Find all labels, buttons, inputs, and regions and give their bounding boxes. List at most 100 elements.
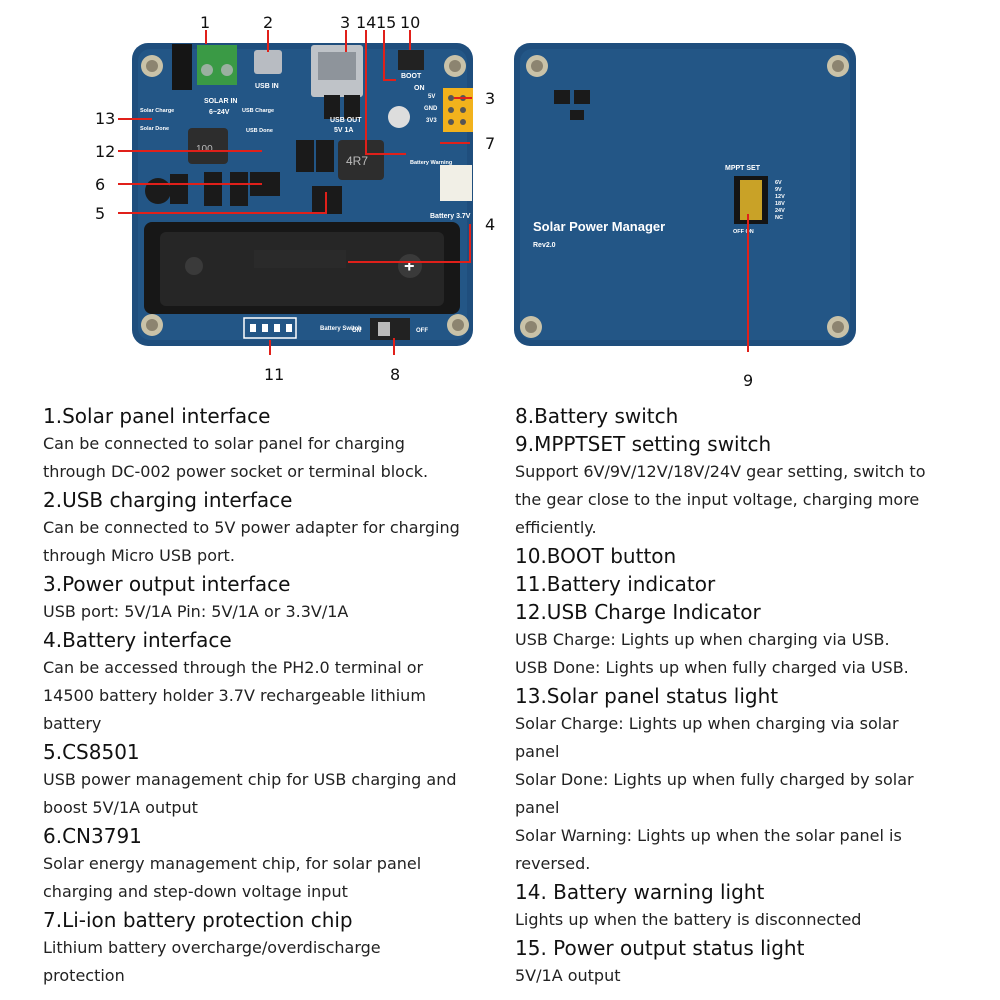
silk-usb-charge: USB Charge [242,108,274,114]
silk-off-on: OFF ON [733,229,754,235]
silk-battery-warning: Battery Warning [410,160,452,166]
micro-usb-port [254,50,282,74]
boot-button [398,50,424,70]
feature-description-line: Can be connected to solar panel for char… [43,434,405,453]
callout-6: 6 [95,175,105,194]
silk-switch-on: ON [352,328,361,334]
feature-title: 2.USB charging interface [43,488,293,512]
screw-icon [827,55,849,77]
screw-icon [827,316,849,338]
screw-icon [520,316,542,338]
screw-icon [141,55,163,77]
board-figure: + SOLAR IN 6~24V USB IN USB OUT 5V 1A BO… [0,0,1000,395]
feature-description-line: through DC-002 power socket or terminal … [43,462,429,481]
callout-14: 14 [356,13,376,32]
inductor-4r7 [338,140,384,180]
callout-8: 8 [390,365,400,384]
callout-11: 11 [264,365,284,384]
electrolytic-capacitor [145,178,171,204]
feature-description-line: Can be connected to 5V power adapter for… [43,518,460,537]
feature-title: 1.Solar panel interface [43,404,271,428]
dc-jack [172,44,192,90]
silk-usb-out: USB OUT [330,117,362,124]
feature-description-line: battery [43,714,102,733]
silk-solar-in: SOLAR IN [204,98,237,105]
callout-3-right: 3 [485,89,495,108]
silk-pin-3v3: 3V3 [426,118,437,124]
svg-text:+: + [404,256,415,276]
feature-description-line: charging and step-down voltage input [43,882,348,901]
feature-title: 14. Battery warning light [515,880,765,904]
silk-usb-out-rating: 5V 1A [334,127,353,134]
pin-header [443,88,473,132]
feature-title: 8.Battery switch [515,404,679,428]
battery-indicator [243,317,297,339]
silk-solar-charge: Solar Charge [140,108,174,114]
silk-revision: Rev2.0 [533,242,556,249]
callout-15: 15 [376,13,396,32]
silk-product-name: Solar Power Manager [533,219,665,234]
silk-mppt-title: MPPT SET [725,165,761,172]
silk-pin-gnd: GND [424,106,438,112]
feature-description-line: Lights up when the battery is disconnect… [515,910,862,929]
screw-icon [444,55,466,77]
feature-description-line: 14500 battery holder 3.7V rechargeable l… [43,686,426,705]
feature-description-line: Solar energy management chip, for solar … [43,854,422,873]
feature-description-line: USB Done: Lights up when fully charged v… [515,658,909,677]
feature-title: 12.USB Charge Indicator [515,600,761,624]
feature-description-line: the gear close to the input voltage, cha… [515,490,920,509]
feature-description-line: protection [43,966,125,985]
silk-solar-done: Solar Done [140,126,169,132]
feature-title: 13.Solar panel status light [515,684,779,708]
silk-battery-label: Battery 3.7V [430,213,471,220]
feature-item: 10.BOOT button [515,542,985,570]
callout-7: 7 [485,134,495,153]
feature-title: 3.Power output interface [43,572,291,596]
feature-title: 11.Battery indicator [515,572,716,596]
silk-battery-switch: Battery Switch [320,326,362,332]
feature-title: 5.CS8501 [43,740,140,764]
feature-description-line: efficiently. [515,518,597,537]
screw-icon [447,314,469,336]
feature-description-line: reversed. [515,854,591,873]
feature-description-line: Lithium battery overcharge/overdischarge [43,938,381,957]
feature-description-line: Solar Charge: Lights up when charging vi… [515,714,899,733]
silk-boot: BOOT [401,73,422,80]
back-board: MPPT SET 6V 9V 12V 18V 24V NC OFF ON Sol… [514,43,856,346]
callout-12: 12 [95,142,115,161]
front-board: + SOLAR IN 6~24V USB IN USB OUT 5V 1A BO… [132,43,473,346]
feature-description-line: Solar Warning: Lights up when the solar … [515,826,902,845]
silk-usb-in: USB IN [255,83,279,90]
silk-switch-off: OFF [416,328,428,334]
feature-description-line: panel [515,798,560,817]
feature-description-line: USB port: 5V/1A Pin: 5V/1A or 3.3V/1A [43,602,349,621]
feature-description-line: USB power management chip for USB chargi… [43,770,457,789]
feature-title: 10.BOOT button [515,544,677,568]
silk-voltage-24v: 24V [775,208,785,214]
capacitor-100uf [388,106,410,128]
feature-title: 4.Battery interface [43,628,232,652]
feature-description-line: boost 5V/1A output [43,798,198,817]
callout-5: 5 [95,204,105,223]
silk-solar-range: 6~24V [209,109,230,116]
feature-description-line: through Micro USB port. [43,546,235,565]
feature-title: 15. Power output status light [515,936,805,960]
silk-usb-done: USB Done [246,128,273,134]
silk-voltage-12v: 12V [775,194,785,200]
feature-item: 11.Battery indicator [515,570,985,598]
silk-inductor-4r7: 4R7 [346,154,368,168]
callout-lines [118,30,472,355]
feature-title: 7.Li-ion battery protection chip [43,908,353,932]
